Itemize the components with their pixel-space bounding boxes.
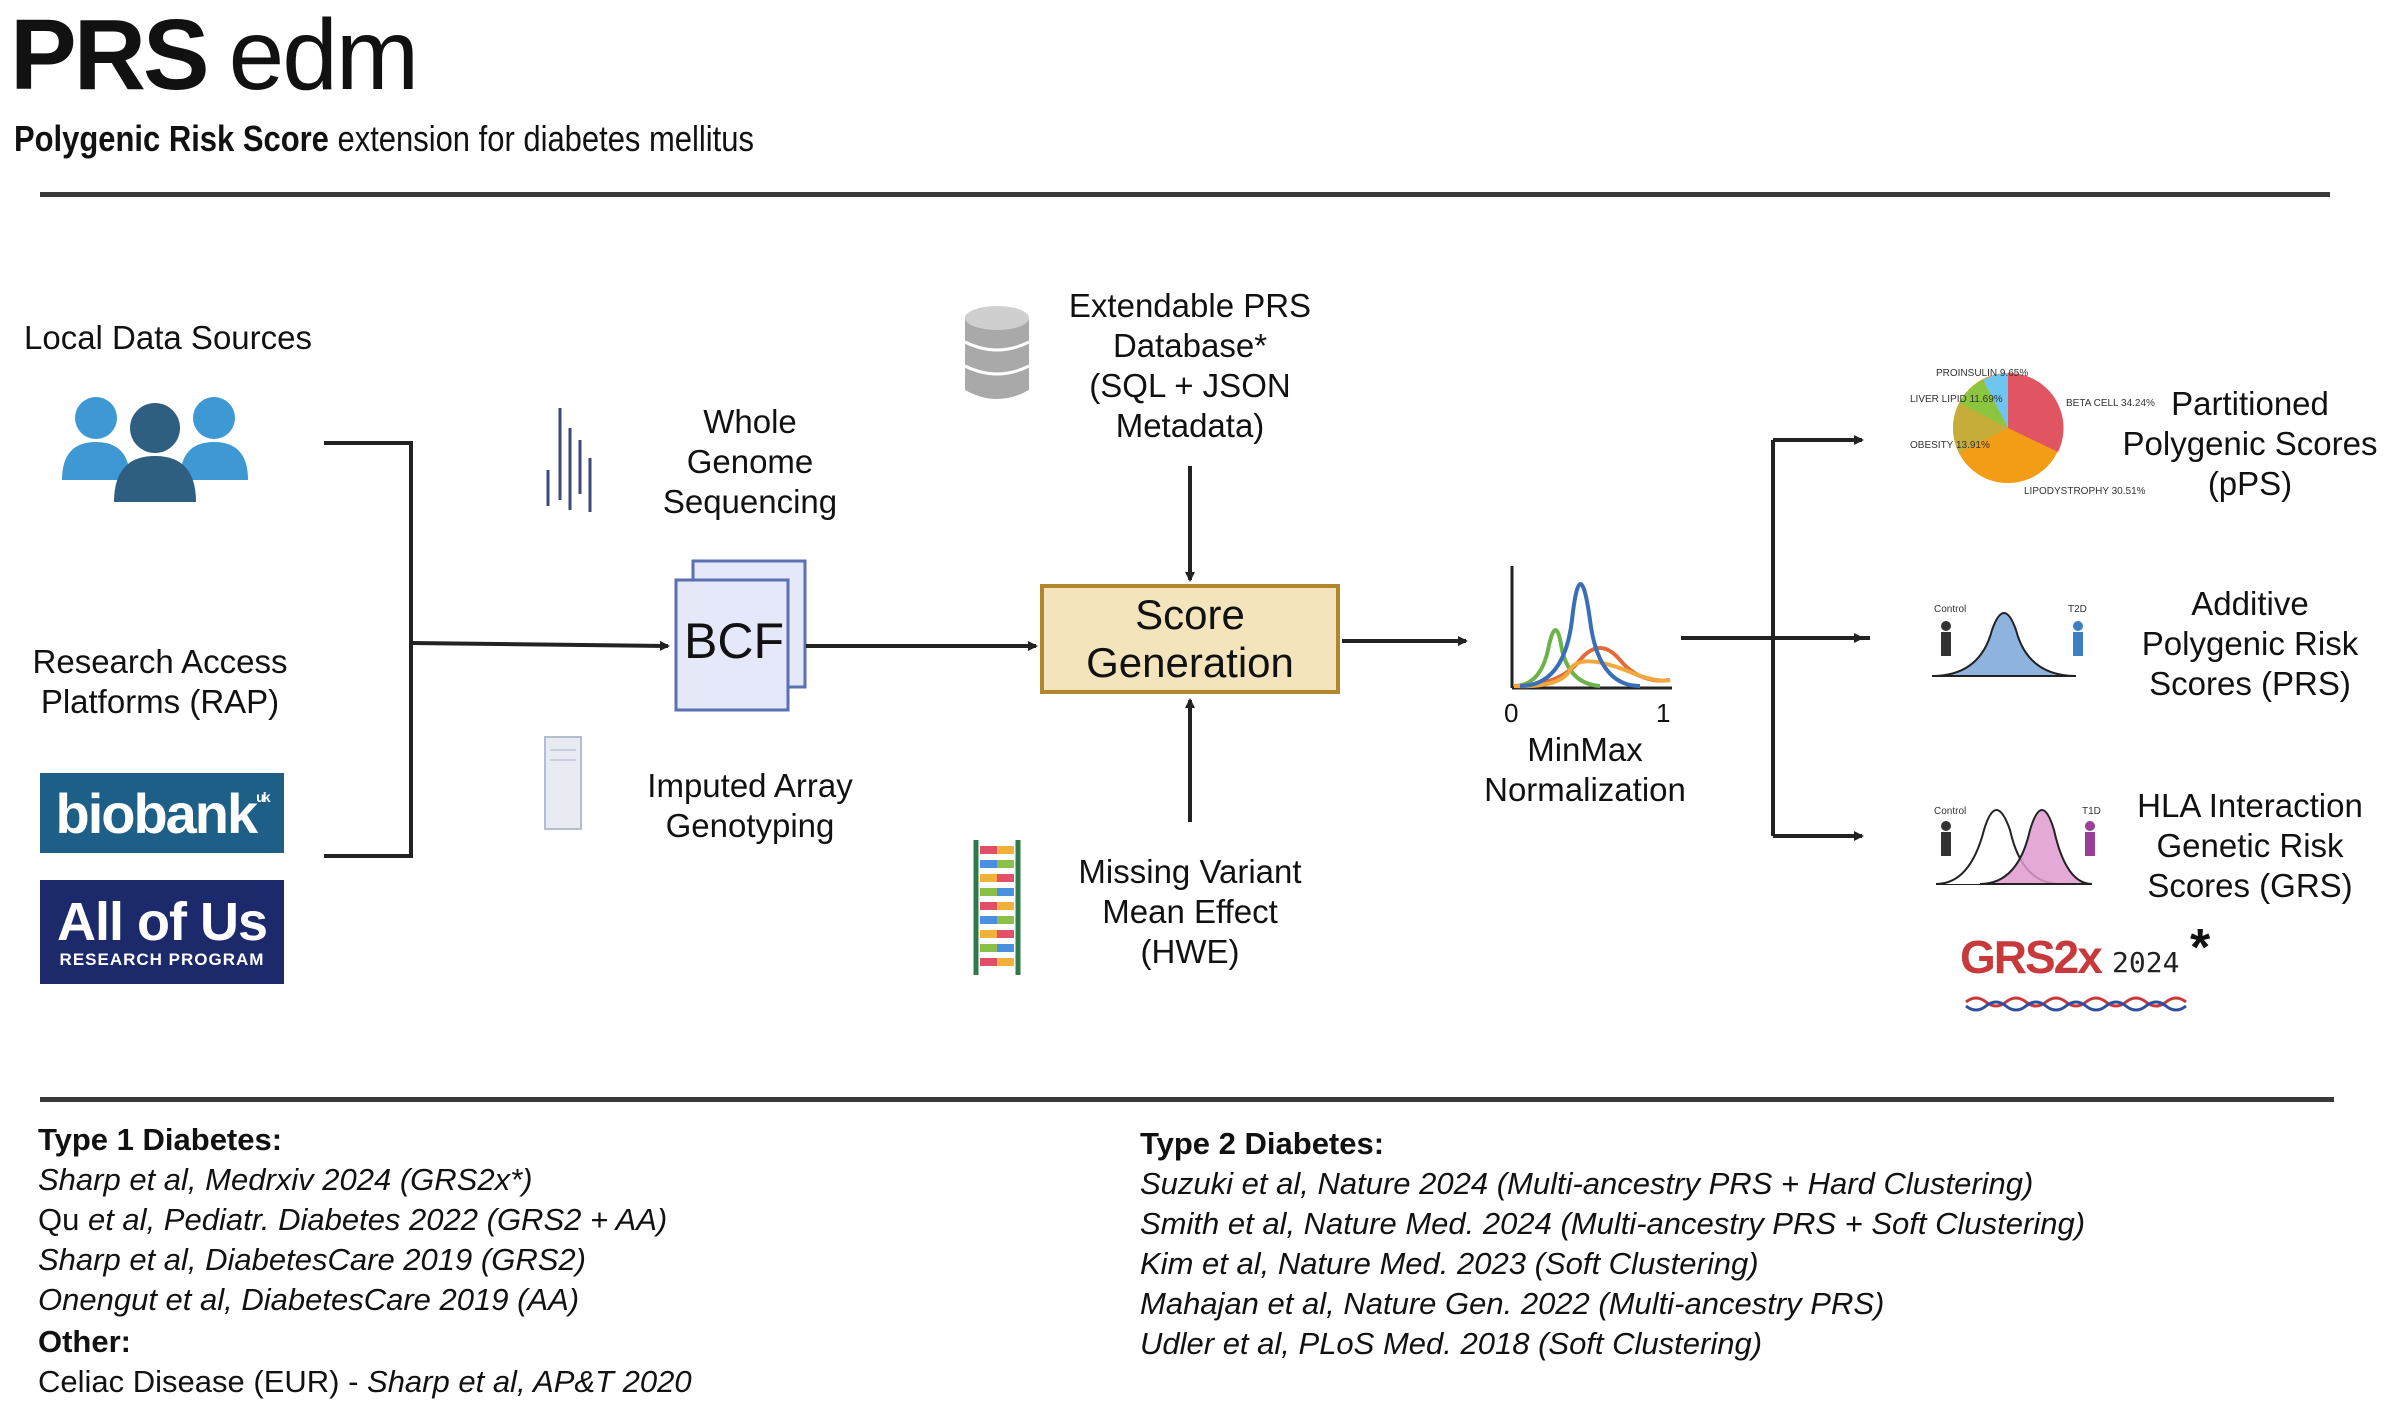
local-sources-label: Local Data Sources [24,319,312,356]
prs-distribution-icon [1931,612,2083,677]
pie-label-obesity: OBESITY 13.91% [1910,440,1990,451]
biobank-logo-uk: uk [256,789,270,805]
norm-tick-1: 1 [1656,698,1671,728]
people-icon [62,397,248,502]
database-icon [964,306,1030,399]
grs-line3: Scores (GRS) [2147,867,2353,904]
prs-line2: Polygenic Risk [2141,625,2359,662]
prs-line1: Additive [2191,585,2309,622]
array-label: Imputed Array Genotyping [620,766,880,846]
database-label: Extendable PRS Database* (SQL + JSON Met… [1060,286,1320,446]
database-line1: Extendable PRS [1068,287,1312,324]
grs-case-label: T1D [2082,806,2101,817]
subtitle-rest: extension for diabetes mellitus [328,118,754,159]
t1d-ref: Sharp et al, Medrxiv 2024 (GRS2x*) [38,1162,533,1197]
missing-variant-label: Missing Variant Mean Effect (HWE) [1060,852,1320,972]
missing-line2: Mean Effect [1102,893,1278,930]
grs2x-year: 2024 [2112,946,2180,979]
prs-control-label: Control [1934,604,1967,615]
t2d-ref: Mahajan et al, Nature Gen. 2022 (Multi-a… [1140,1286,1885,1321]
normalization-label: MinMax Normalization [1460,730,1710,810]
score-line1: Score [1135,591,1245,638]
array-chip-icon [544,736,582,830]
database-line2: Database* [1112,327,1268,364]
bcf-label: BCF [684,613,784,669]
partitioned-pie-icon [1952,372,2064,484]
rap-label-line1: Research Access [32,643,288,680]
pie-label-beta: BETA CELL 34.24% [2066,398,2155,409]
title-bold: PRS [10,0,210,111]
bcf-file-icon [674,559,807,712]
t1d-ref: Qu et al, Pediatr. Diabetes 2022 (GRS2 +… [38,1202,668,1237]
rap-label: Research Access Platforms (RAP) [20,642,300,722]
t1d-ref: Sharp et al, DiabetesCare 2019 (GRS2) [38,1242,586,1277]
rap-label-line2: Platforms (RAP) [40,683,280,720]
pps-label: Partitioned Polygenic Scores (pPS) [2120,384,2380,504]
pps-line1: Partitioned [2171,385,2329,422]
t1d-references: Type 1 Diabetes: Sharp et al, Medrxiv 20… [38,1120,692,1402]
top-divider [40,192,2330,197]
missing-line3: (HWE) [1140,933,1240,970]
dna-icon [973,840,1021,975]
t2d-ref: Suzuki et al, Nature 2024 (Multi-ancestr… [1140,1166,2034,1201]
subtitle-bold: Polygenic Risk Score [14,118,329,159]
pps-line3: (pPS) [2207,465,2293,502]
grs-line2: Genetic Risk [2156,827,2344,864]
pie-label-lipo: LIPODYSTROPHY 30.51% [2024,486,2146,497]
score-generation-box: Score Generation [1040,584,1340,694]
wgs-line3: Sequencing [662,483,838,520]
t2d-ref: Udler et al, PLoS Med. 2018 (Soft Cluste… [1140,1326,1763,1361]
pie-label-liver: LIVER LIPID 11.69% [1910,394,2003,405]
t1d-ref: Onengut et al, DiabetesCare 2019 (AA) [38,1282,580,1317]
grs2x-star: * [2190,919,2211,977]
allofus-logo-subtext: RESEARCH PROGRAM [59,950,265,969]
allofus-logo-text: All of Us [56,892,268,952]
grs-distribution-icon [1935,809,2095,885]
sequencing-reads-icon [546,408,592,512]
t2d-heading: Type 2 Diabetes: [1140,1126,1385,1161]
grs-control-label: Control [1934,806,1967,817]
normalization-plot-icon [1510,566,1672,690]
title-light: edm [228,0,420,111]
pie-label-proinsulin: PROINSULIN 9.65% [1936,368,2029,379]
t2d-ref: Kim et al, Nature Med. 2023 (Soft Cluste… [1140,1246,1759,1281]
database-line3: (SQL + JSON [1089,367,1291,404]
norm-line2: Normalization [1484,771,1686,808]
biobank-logo-text: biobank [55,781,258,845]
bottom-divider [40,1097,2334,1102]
grs2x-logo: GRS2x [1960,931,2103,983]
wgs-line2: Genome [686,443,814,480]
norm-tick-0: 0 [1504,698,1519,728]
array-line2: Genotyping [665,807,835,844]
other-ref: Celiac Disease (EUR) - Sharp et al, AP&T… [38,1364,692,1399]
allofus-logo: All of Us RESEARCH PROGRAM [40,880,284,984]
t1d-heading: Type 1 Diabetes: [38,1122,283,1157]
grs-line1: HLA Interaction [2137,787,2363,824]
other-heading: Other: [38,1324,131,1359]
score-line2: Generation [1086,639,1294,686]
t2d-ref: Smith et al, Nature Med. 2024 (Multi-anc… [1140,1206,2086,1241]
wgs-label: Whole Genome Sequencing [640,402,860,522]
wgs-line1: Whole [703,403,797,440]
prs-label: Additive Polygenic Risk Scores (PRS) [2120,584,2380,704]
prs-line3: Scores (PRS) [2149,665,2351,702]
grs-label: HLA Interaction Genetic Risk Scores (GRS… [2120,786,2380,906]
prs-case-label: T2D [2068,604,2087,615]
missing-line1: Missing Variant [1078,853,1302,890]
pps-line2: Polygenic Scores [2122,425,2378,462]
array-line1: Imputed Array [647,767,853,804]
norm-line1: MinMax [1527,731,1643,768]
subtitle: Polygenic Risk Score extension for diabe… [14,118,754,160]
database-line4: Metadata) [1115,407,1265,444]
t2d-references: Type 2 Diabetes: Suzuki et al, Nature 20… [1140,1124,2085,1364]
grs2x-helix-icon [1965,996,2187,1012]
